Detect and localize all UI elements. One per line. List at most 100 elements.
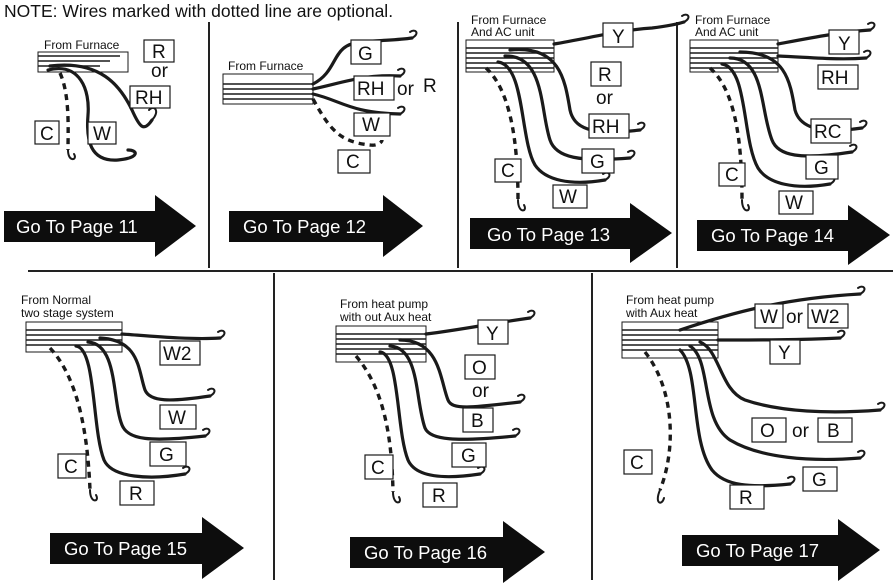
terminal-w2 [807, 303, 849, 329]
terminal-rh [129, 85, 171, 109]
go-to-page-17-arrow[interactable] [682, 519, 880, 581]
terminal-r [143, 39, 175, 63]
wire-c-optional [708, 66, 744, 201]
terminal-w-label: W [559, 187, 577, 208]
go-to-page-14-arrow[interactable] [697, 205, 890, 265]
wire-g [86, 340, 207, 441]
go-to-page-11-arrow[interactable] [4, 195, 196, 257]
terminal-rc-label: RC [814, 122, 841, 143]
terminal-g [805, 154, 839, 180]
go-to-page-12-label[interactable]: Go To Page 12 [243, 216, 366, 237]
wire-c-optional [48, 346, 92, 491]
terminal-w-label: W [785, 193, 803, 214]
panel-page-14: From Furnace And AC unit Y RH RC G C W G… [689, 13, 890, 265]
source-label-2: And AC unit [695, 25, 759, 39]
terminal-c-label: C [371, 458, 385, 479]
terminal-y [769, 339, 801, 365]
terminal-g-label: G [461, 446, 476, 467]
terminal-w [87, 121, 117, 145]
wire-rh [776, 54, 868, 61]
source-label: From heat pump [626, 293, 714, 307]
go-to-page-17-label[interactable]: Go To Page 17 [696, 540, 819, 561]
terminal-g [350, 39, 382, 65]
wire-c-optional [58, 72, 70, 151]
or-text: or [472, 381, 490, 402]
source-label-2: with Aux heat [625, 306, 698, 320]
terminal-r-label: R [423, 76, 437, 97]
terminal-g [581, 148, 615, 174]
terminal-c-label: C [40, 124, 54, 145]
terminal-r-label: R [432, 486, 446, 507]
wire-r [378, 350, 482, 479]
terminal-g [149, 441, 187, 467]
terminal-y [602, 22, 634, 48]
terminal-g-label: G [590, 152, 605, 173]
source-label: From Furnace [44, 38, 120, 52]
or-text-2: or [792, 421, 810, 442]
terminal-w [353, 112, 391, 137]
terminal-b [462, 407, 494, 433]
terminal-rc [810, 118, 852, 144]
wire-g [388, 344, 517, 441]
cable-sheath [25, 321, 123, 353]
terminal-b-label: B [827, 421, 840, 442]
go-to-page-16-arrow[interactable] [350, 521, 545, 583]
terminal-y-label: Y [612, 27, 625, 48]
wire-r [74, 344, 187, 479]
terminal-o [464, 354, 496, 380]
wire-c-optional [311, 98, 384, 147]
go-to-page-13-label[interactable]: Go To Page 13 [487, 224, 610, 245]
terminal-w [159, 404, 197, 430]
source-label: From heat pump [340, 297, 428, 311]
terminal-w [778, 190, 814, 215]
terminal-o-label: O [760, 421, 775, 442]
terminal-r-label: R [598, 65, 612, 86]
terminal-w-label: W [168, 408, 186, 429]
panel-page-16: From heat pump with out Aux heat Y O or … [335, 297, 545, 583]
terminal-g-label: G [812, 470, 827, 491]
go-to-page-12-arrow[interactable] [229, 195, 423, 257]
terminal-r [590, 61, 622, 87]
terminal-c [57, 453, 87, 479]
source-label: From Normal [21, 293, 91, 307]
terminal-w [754, 303, 784, 329]
wire-w2 [120, 332, 222, 341]
terminal-c-label: C [725, 165, 739, 186]
terminal-w2-label: W2 [811, 307, 840, 328]
terminal-r-label: R [739, 488, 753, 509]
optional-wires-note: NOTE: Wires marked with dotted line are … [4, 1, 394, 21]
or-text: or [397, 79, 415, 100]
wire-w [98, 336, 212, 402]
wire-w [720, 62, 832, 188]
terminal-r [119, 480, 155, 506]
terminal-o [751, 417, 787, 443]
wire-y [552, 20, 686, 46]
source-label: From Furnace [695, 13, 771, 27]
terminal-r [422, 482, 458, 508]
go-to-page-15-arrow[interactable] [50, 517, 244, 579]
source-label-2: And AC unit [471, 25, 535, 39]
terminal-g-label: G [159, 445, 174, 466]
terminal-rh [588, 113, 630, 139]
terminal-y-label: Y [778, 343, 791, 364]
source-label-2: two stage system [21, 306, 114, 320]
or-text: or [596, 88, 614, 109]
wire-y [776, 28, 872, 46]
terminal-c-label: C [64, 457, 78, 478]
panel-page-15: From Normal two stage system W2 W G C R … [21, 293, 244, 579]
terminal-g-label: G [814, 158, 829, 179]
go-to-page-11-label[interactable]: Go To Page 11 [16, 216, 138, 237]
panel-page-11: From Furnace R or RH C W Go To Page 11 [4, 38, 196, 257]
go-to-page-16-label[interactable]: Go To Page 16 [364, 542, 487, 563]
terminal-c-label: C [630, 453, 644, 474]
go-to-page-13-arrow[interactable] [470, 203, 672, 263]
wire-o [398, 338, 522, 409]
terminal-w2-label: W2 [163, 344, 192, 365]
terminal-c [337, 149, 371, 174]
go-to-page-14-label[interactable]: Go To Page 14 [711, 225, 834, 246]
terminal-y [477, 319, 509, 345]
go-to-page-15-label[interactable]: Go To Page 15 [64, 538, 187, 559]
terminal-rh-label: RH [135, 88, 162, 109]
terminal-g-label: G [358, 44, 373, 65]
